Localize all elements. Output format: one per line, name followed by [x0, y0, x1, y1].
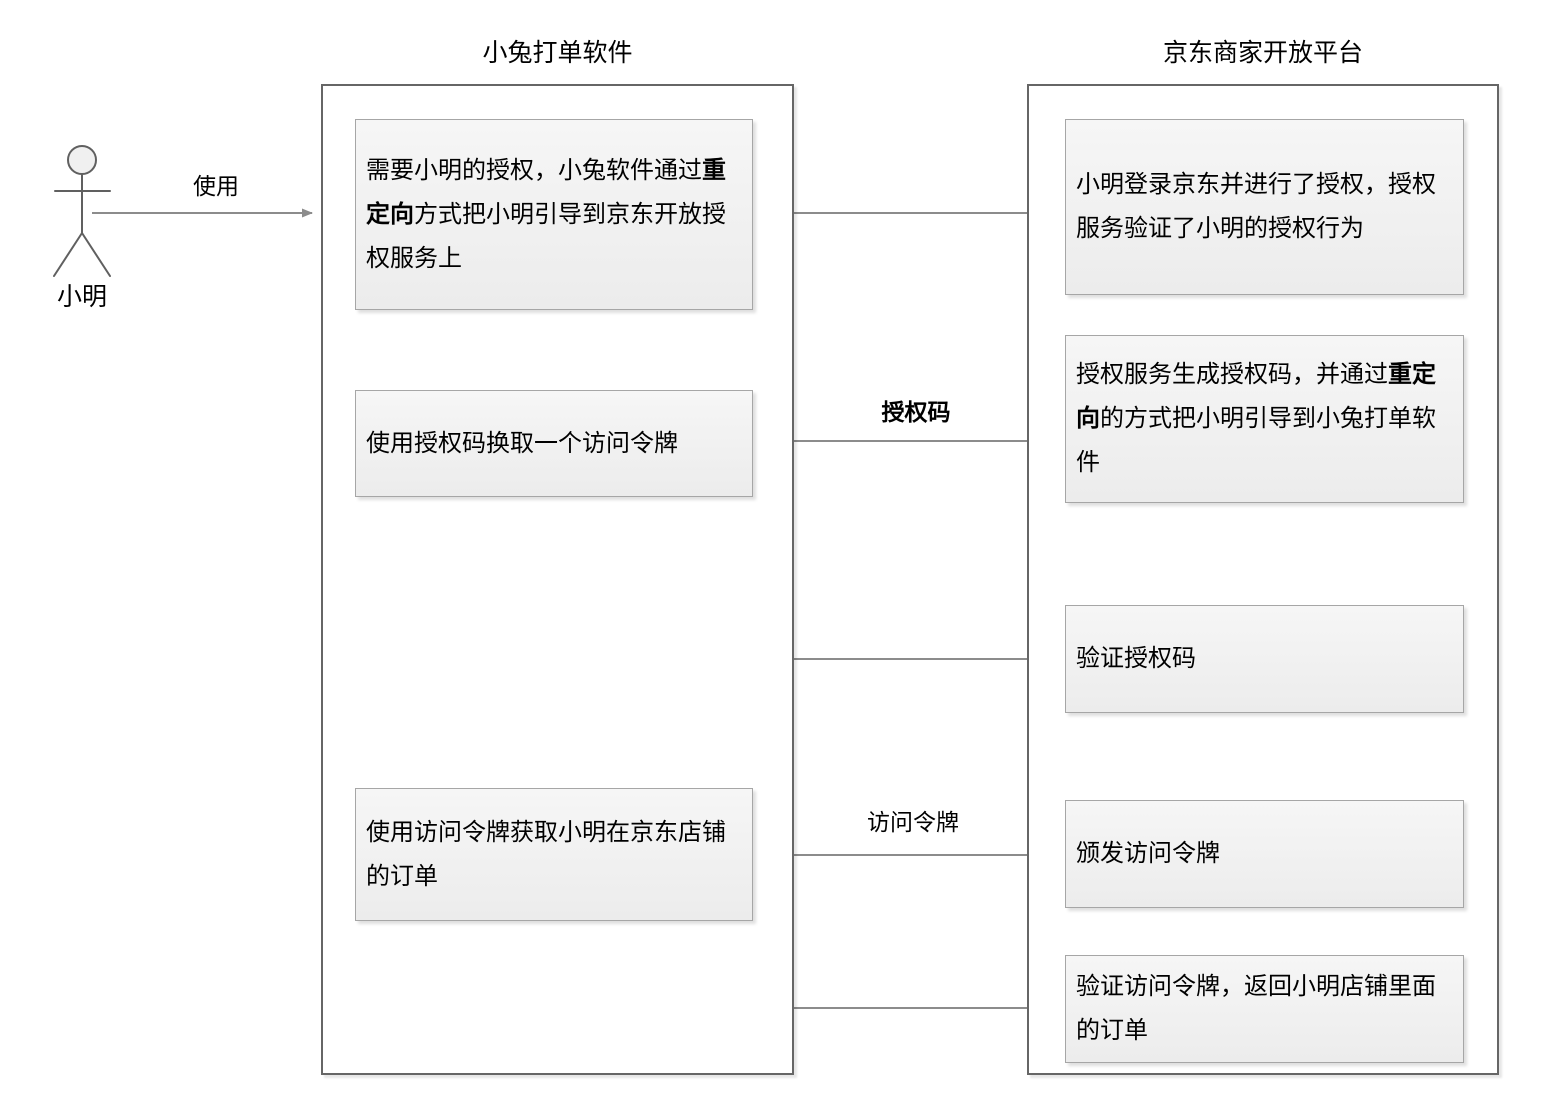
node-r4[interactable]: 颁发访问令牌 — [1065, 800, 1464, 908]
node-r1-text: 小明登录京东并进行了授权，授权服务验证了小明的授权行为 — [1076, 171, 1436, 242]
node-r3[interactable]: 验证授权码 — [1065, 605, 1464, 713]
actor-label: 小明 — [56, 283, 107, 311]
lane-title-left: 小兔打单软件 — [482, 39, 633, 67]
node-r2-text: 授权服务生成授权码，并通过重定向的方式把小明引导到小兔打单软件 — [1076, 361, 1436, 476]
edge-label-use: 使用 — [193, 173, 239, 199]
node-r4-text: 颁发访问令牌 — [1076, 840, 1220, 867]
node-r3-text: 验证授权码 — [1076, 645, 1196, 672]
node-l3-text: 使用访问令牌获取小明在京东店铺的订单 — [366, 818, 726, 890]
edge-label-auth-code: 授权码 — [881, 399, 951, 425]
node-l1[interactable]: 需要小明的授权，小兔软件通过重定向方式把小明引导到京东开放授权服务上 — [355, 119, 753, 310]
actor-stick-figure — [53, 145, 111, 277]
node-r5-text: 验证访问令牌，返回小明店铺里面的订单 — [1076, 973, 1436, 1044]
node-r5[interactable]: 验证访问令牌，返回小明店铺里面的订单 — [1065, 955, 1464, 1063]
node-l2-text: 使用授权码换取一个访问令牌 — [366, 429, 678, 457]
node-l1-text: 需要小明的授权，小兔软件通过重定向方式把小明引导到京东开放授权服务上 — [366, 156, 726, 272]
edge-label-access-token: 访问令牌 — [867, 809, 959, 835]
node-l3[interactable]: 使用访问令牌获取小明在京东店铺的订单 — [355, 788, 753, 921]
lane-title-right: 京东商家开放平台 — [1162, 39, 1363, 67]
node-r1[interactable]: 小明登录京东并进行了授权，授权服务验证了小明的授权行为 — [1065, 119, 1464, 295]
node-r2[interactable]: 授权服务生成授权码，并通过重定向的方式把小明引导到小兔打单软件 — [1065, 335, 1464, 503]
node-l2[interactable]: 使用授权码换取一个访问令牌 — [355, 390, 753, 497]
